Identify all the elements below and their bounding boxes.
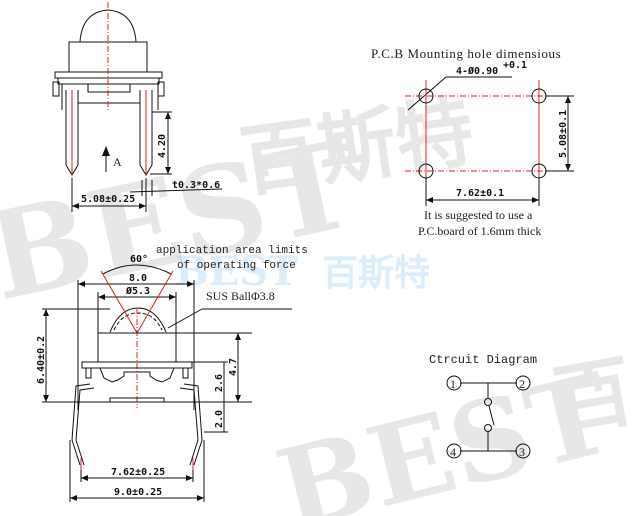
sus-ball <box>109 307 167 333</box>
dim-arrow-icon <box>81 475 88 481</box>
dim-arrow-icon <box>197 495 204 501</box>
side-lead-left-inner <box>75 387 95 466</box>
dim-arrow-icon <box>72 203 79 209</box>
base-step <box>77 102 141 108</box>
pcb-title: P.C.B Mounting hole dimensious <box>371 46 561 61</box>
dim-arrow-icon <box>235 333 241 340</box>
force-limit-left <box>100 270 138 334</box>
dim-arrow-icon <box>169 294 176 300</box>
body-post-left <box>85 367 92 379</box>
body-contacts <box>99 367 175 383</box>
pin-3-label: 3 <box>519 445 525 459</box>
pcb-note-line1: It is suggested to use a <box>424 208 533 222</box>
dim-lead-spacing: 5.08±0.25 <box>81 194 135 205</box>
side-view: application area limits of operating for… <box>36 245 308 502</box>
dim-line <box>129 188 223 193</box>
watermark-layer: BEST BEST 百斯特 百 <box>0 86 632 516</box>
body-top-plate <box>81 361 193 369</box>
dim-overall-width: 9.0±0.25 <box>114 487 162 498</box>
dim-upper-height: 4.7 <box>228 358 239 376</box>
pcb-hole-1 <box>418 88 434 104</box>
pin-2-label: 2 <box>519 377 525 391</box>
watermark-best-blue: BEST <box>175 248 298 295</box>
circuit-title: Ctrcuit Diagram <box>429 353 537 367</box>
dim-arrow-icon <box>43 395 49 402</box>
pcb-mounting-section: P.C.B Mounting hole dimensious 4-Ø0.90 +… <box>371 46 574 238</box>
dim-body-width: 8.0 <box>129 273 147 284</box>
pin-4-label: 4 <box>450 445 456 459</box>
arrow-a-head-icon <box>102 146 110 156</box>
dim-arrow-icon <box>70 495 77 501</box>
side-lead-right-outer <box>183 383 203 466</box>
hole-callout: 4-Ø0.90 <box>456 65 498 77</box>
watermark-chinese-blue: 百斯特 <box>322 252 430 294</box>
dim-lead-thickness: t0.3*0.6 <box>172 180 220 191</box>
dim-arrow-icon <box>43 309 49 316</box>
dim-arrow-icon <box>139 203 146 209</box>
dim-arrow-icon <box>565 96 571 103</box>
force-note-line1: application area limits <box>156 245 308 257</box>
frame-sides <box>61 84 159 110</box>
force-note-line2: of operating force <box>177 260 296 272</box>
dim-body-height: 2.6 <box>214 374 225 392</box>
angle-label: 60° <box>130 254 148 265</box>
dim-lead-height: 4.20 <box>157 134 168 158</box>
watermark-chinese-top: 百斯特 <box>235 86 479 209</box>
dim-arrow-icon <box>532 197 539 203</box>
base-center <box>87 83 131 93</box>
dim-arrow-icon <box>187 281 194 287</box>
ball-leader <box>167 308 203 329</box>
dim-arrow-icon <box>426 197 433 203</box>
pin-4: 4 <box>446 443 462 459</box>
callout-leader <box>407 76 447 111</box>
sus-ball-inner <box>113 312 163 331</box>
body-base <box>109 397 165 402</box>
watermark-blue-layer: BEST 百斯特 <box>175 248 430 295</box>
angle-arc <box>102 264 172 275</box>
pin-1: 1 <box>446 375 462 391</box>
switch-blade <box>488 405 495 426</box>
pin-1-label: 1 <box>450 377 456 391</box>
dim-standoff: 2.0 <box>214 410 225 428</box>
dim-total-height: 6.40±0.2 <box>36 336 47 384</box>
side-lead-left-outer <box>71 383 91 466</box>
circuit-diagram: Ctrcuit Diagram 1 2 3 4 <box>429 353 537 459</box>
dim-arrow-icon <box>565 164 571 171</box>
ball-label: SUS BallΦ3.8 <box>206 289 275 303</box>
tolerance-plus: +0.1 <box>503 60 527 71</box>
pin-3: 3 <box>515 443 531 459</box>
watermark-chinese-right: 百 <box>547 346 632 449</box>
dim-lead-pitch: 7.62±0.25 <box>111 467 165 478</box>
body-post-right <box>182 367 189 379</box>
dim-arrow-icon <box>78 281 85 287</box>
dim-hole-vertical: 5.08±0.1 <box>558 110 569 158</box>
switch-contact-top <box>484 398 492 406</box>
dim-arrow-icon <box>186 475 193 481</box>
dim-arrow-icon <box>165 167 171 174</box>
dim-arrow-icon <box>98 294 105 300</box>
pin-2: 2 <box>515 375 531 391</box>
dim-arrow-icon <box>165 112 171 119</box>
front-view: A 4.20 t0.3*0.6 5.08±0.25 <box>52 2 223 212</box>
pcb-note-line2: P.C.board of 1.6mm thick <box>418 224 541 238</box>
dim-arrow-icon <box>235 395 241 402</box>
side-lead-right-inner <box>179 387 199 466</box>
frame-tab-left <box>52 81 60 97</box>
force-limit-right <box>136 270 174 334</box>
dim-hole-horizontal: 7.62±0.1 <box>456 188 504 199</box>
switch-contact-bottom <box>484 424 492 432</box>
dim-cap-diameter: Ø5.3 <box>125 285 150 297</box>
arrow-a-label: A <box>113 155 122 169</box>
